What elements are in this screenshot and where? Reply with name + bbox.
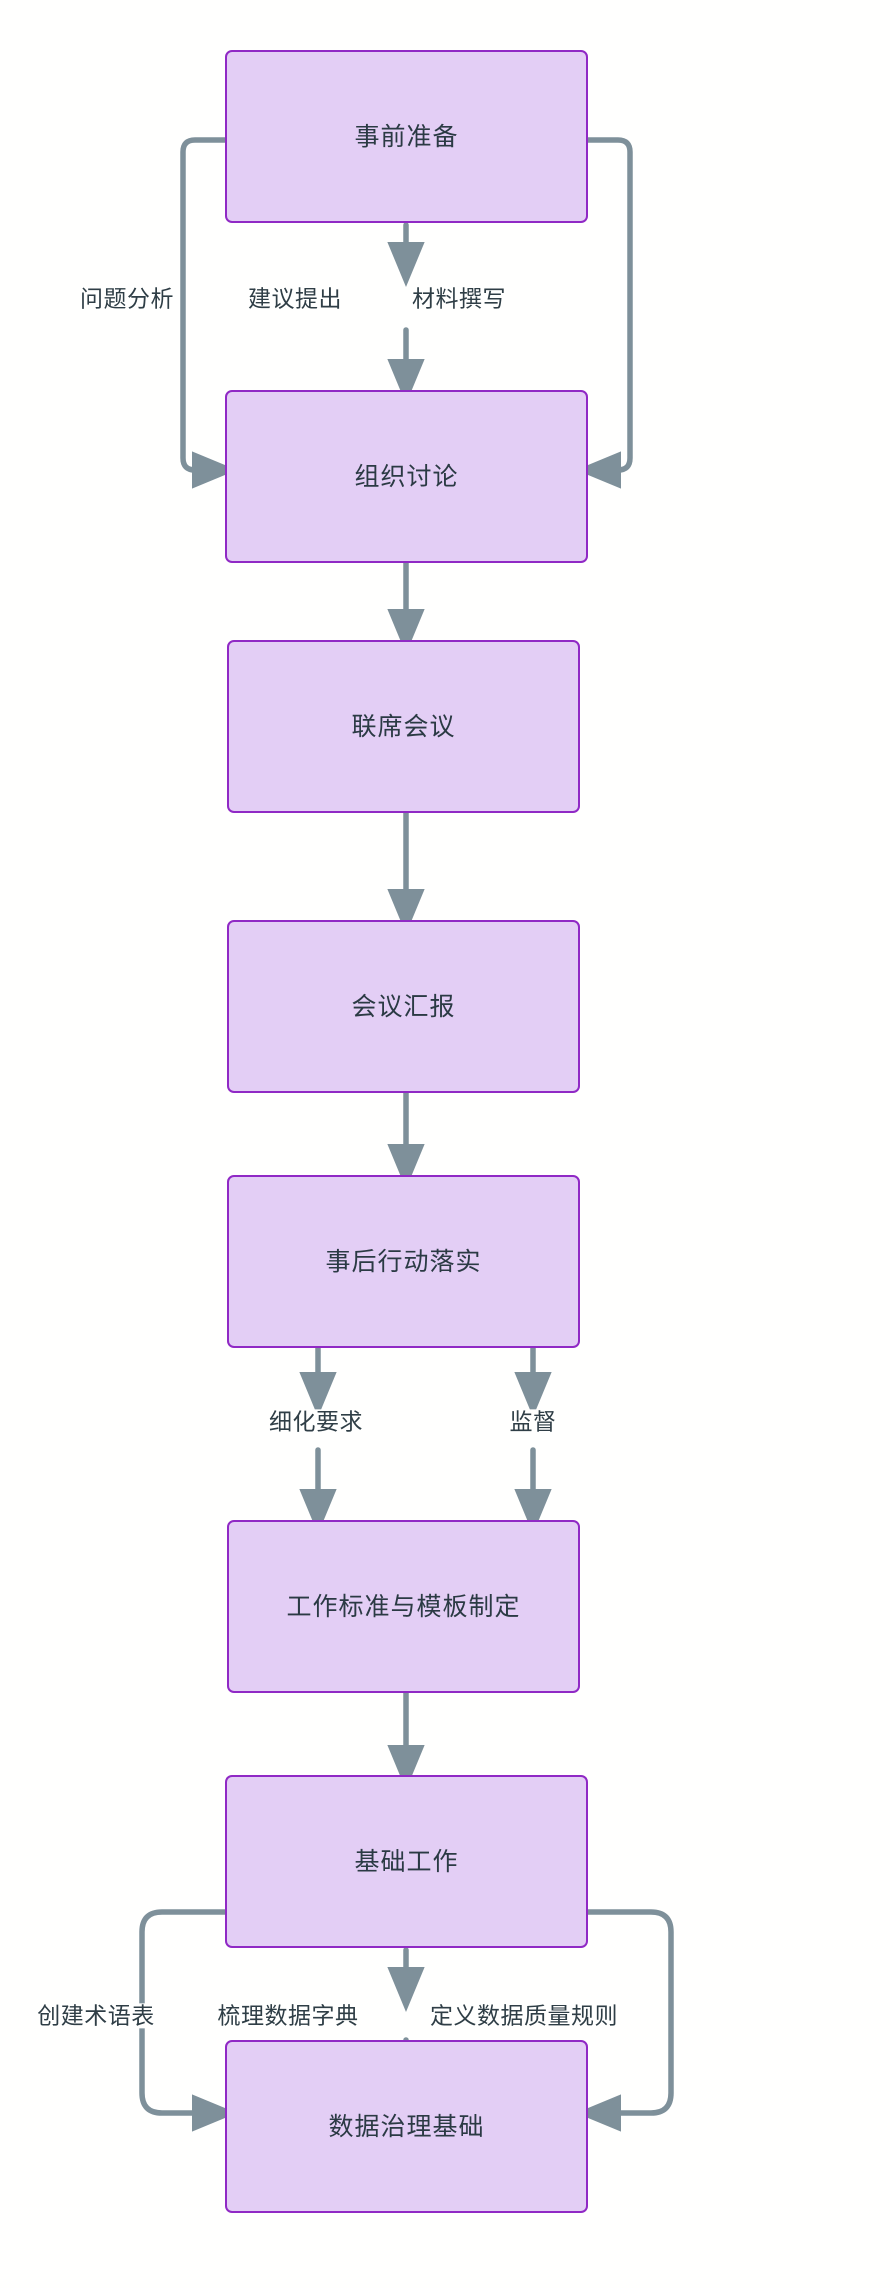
node-zuzhi-taolun[interactable]: 组织讨论 (225, 390, 588, 563)
node-label: 事后行动落实 (325, 1247, 482, 1276)
edge-label-wenti-fenxi: 问题分析 (76, 286, 178, 312)
node-lianxi-huiyi[interactable]: 联席会议 (227, 640, 580, 813)
connector-n7-n8-right (575, 1909, 674, 2132)
node-shuju-zhili-jichu[interactable]: 数据治理基础 (225, 2040, 588, 2213)
node-label: 会议汇报 (351, 992, 456, 1021)
node-label: 联席会议 (351, 712, 456, 741)
node-gongzuo-biaozhun-moban-zhiding[interactable]: 工作标准与模板制定 (227, 1520, 580, 1693)
edge-label-jiandu: 监督 (505, 1409, 561, 1435)
node-label: 数据治理基础 (328, 2112, 485, 2141)
node-jichu-gongzuo[interactable]: 基础工作 (225, 1775, 588, 1948)
node-label: 基础工作 (354, 1847, 459, 1876)
edge-label-dingyi-shuju-zhiliang-guize: 定义数据质量规则 (426, 2003, 622, 2029)
connector-n1-n2-right (575, 137, 633, 489)
connector-n1-n2-left (180, 137, 238, 489)
edge-label-jianyi-tichu: 建议提出 (244, 286, 346, 312)
edge-label-chuangjian-shuyu-biao: 创建术语表 (33, 2003, 159, 2029)
node-shihou-xingdong-luoshi[interactable]: 事后行动落实 (227, 1175, 580, 1348)
edge-label-shuli-shuju-zidian: 梳理数据字典 (213, 2003, 363, 2029)
node-label: 工作标准与模板制定 (286, 1592, 521, 1621)
node-shiqian-zhunbei[interactable]: 事前准备 (225, 50, 588, 223)
edge-label-cailiao-zhuanxie: 材料撰写 (408, 286, 510, 312)
node-label: 组织讨论 (354, 462, 459, 491)
node-label: 事前准备 (354, 122, 459, 151)
edge-label-xihua-yaoqiu: 细化要求 (265, 1409, 367, 1435)
node-huiyi-huibao[interactable]: 会议汇报 (227, 920, 580, 1093)
